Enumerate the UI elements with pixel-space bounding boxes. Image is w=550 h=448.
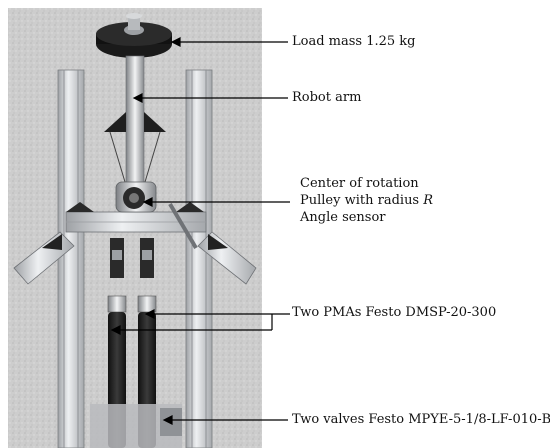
angle-sensor-arm <box>168 202 198 250</box>
right-cable-mount <box>144 112 166 132</box>
left-corner-bracket <box>42 234 62 250</box>
right-frame-post <box>185 69 213 448</box>
pma-connectors <box>110 238 154 278</box>
label-pulley-radius: Pulley with radius R <box>300 193 433 209</box>
label-robot-arm: Robot arm <box>292 90 362 105</box>
left-frame-post <box>57 69 85 448</box>
label-load-mass: Load mass 1.25 kg <box>292 34 416 49</box>
right-corner-bracket <box>208 234 228 250</box>
left-cable-mount <box>104 112 126 132</box>
label-valves: Two valves Festo MPYE-5-1/8-LF-010-B <box>292 412 550 427</box>
label-pulley-prefix: Pulley with radius <box>300 193 424 208</box>
label-pmas: Two PMAs Festo DMSP-20-300 <box>292 305 497 320</box>
annotation-arrows <box>110 37 290 425</box>
left-bar-bracket <box>66 202 94 212</box>
pulley <box>115 181 157 213</box>
load-mass-disc <box>96 13 172 58</box>
label-angle-sensor: Angle sensor <box>300 210 386 225</box>
right-bar-bracket <box>176 202 204 212</box>
label-pulley-symbol: R <box>423 193 434 208</box>
label-center-rotation: Center of rotation <box>300 176 419 191</box>
